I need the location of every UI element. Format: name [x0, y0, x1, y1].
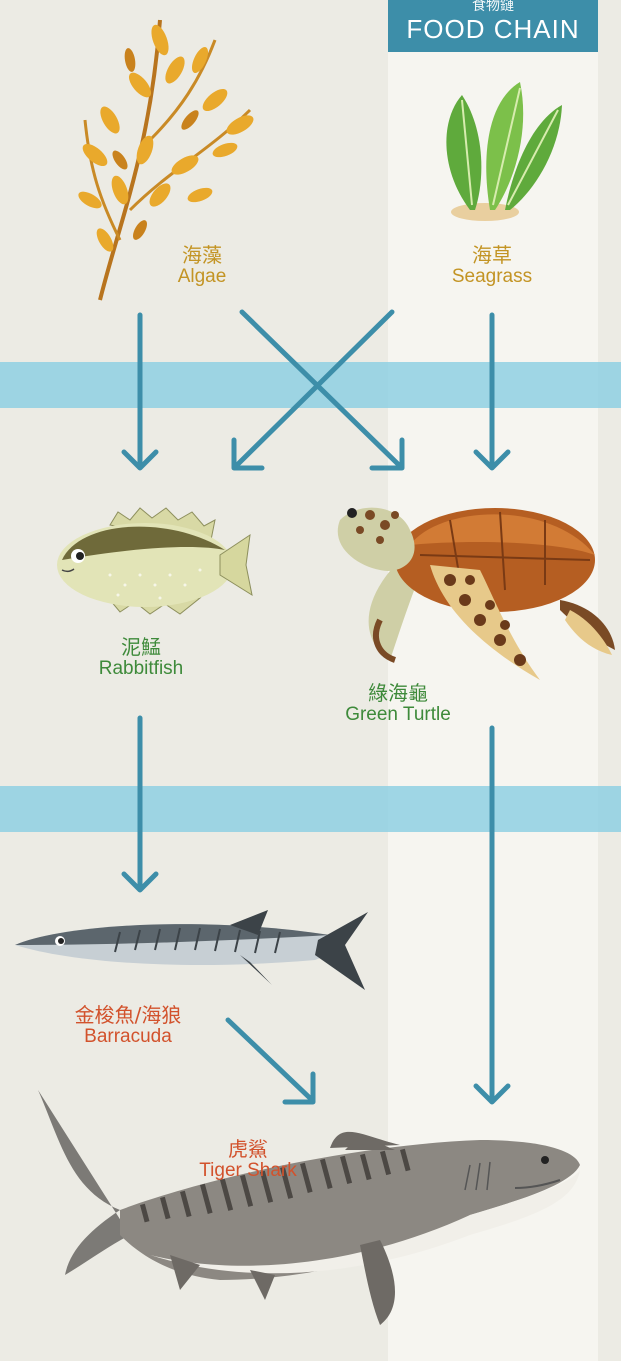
green-turtle-illustration — [338, 508, 615, 680]
label-tiger-shark: 虎鯊 Tiger Shark — [148, 1138, 348, 1182]
rabbitfish-illustration — [57, 508, 252, 614]
barracuda-name-zh: 金梭魚/海狼 — [28, 1004, 228, 1026]
tiger-shark-name-en: Tiger Shark — [148, 1160, 348, 1182]
label-green-turtle: 綠海龜 Green Turtle — [298, 682, 498, 726]
algae-name-zh: 海藻 — [102, 244, 302, 266]
label-rabbitfish: 泥鯭 Rabbitfish — [41, 636, 241, 680]
algae-name-en: Algae — [102, 266, 302, 288]
arrows-producers — [124, 312, 508, 468]
badge-title-zh: 食物鏈 — [388, 0, 598, 12]
rabbitfish-name-en: Rabbitfish — [41, 658, 241, 680]
seagrass-illustration — [446, 82, 562, 221]
barracuda-name-en: Barracuda — [28, 1026, 228, 1048]
green-turtle-name-zh: 綠海龜 — [298, 682, 498, 704]
label-seagrass: 海草 Seagrass — [392, 244, 592, 288]
arrow-barracuda-to-shark — [228, 1020, 313, 1102]
green-turtle-name-en: Green Turtle — [298, 704, 498, 726]
rabbitfish-name-zh: 泥鯭 — [41, 636, 241, 658]
tiger-shark-name-zh: 虎鯊 — [148, 1138, 348, 1160]
badge-title-en: FOOD CHAIN — [388, 12, 598, 46]
seagrass-name-zh: 海草 — [392, 244, 592, 266]
barracuda-illustration — [15, 910, 368, 990]
food-chain-badge: 食物鏈 FOOD CHAIN — [388, 0, 598, 52]
tiger-shark-illustration — [38, 1090, 580, 1325]
seagrass-name-en: Seagrass — [392, 266, 592, 288]
label-algae: 海藻 Algae — [102, 244, 302, 288]
label-barracuda: 金梭魚/海狼 Barracuda — [28, 1004, 228, 1048]
